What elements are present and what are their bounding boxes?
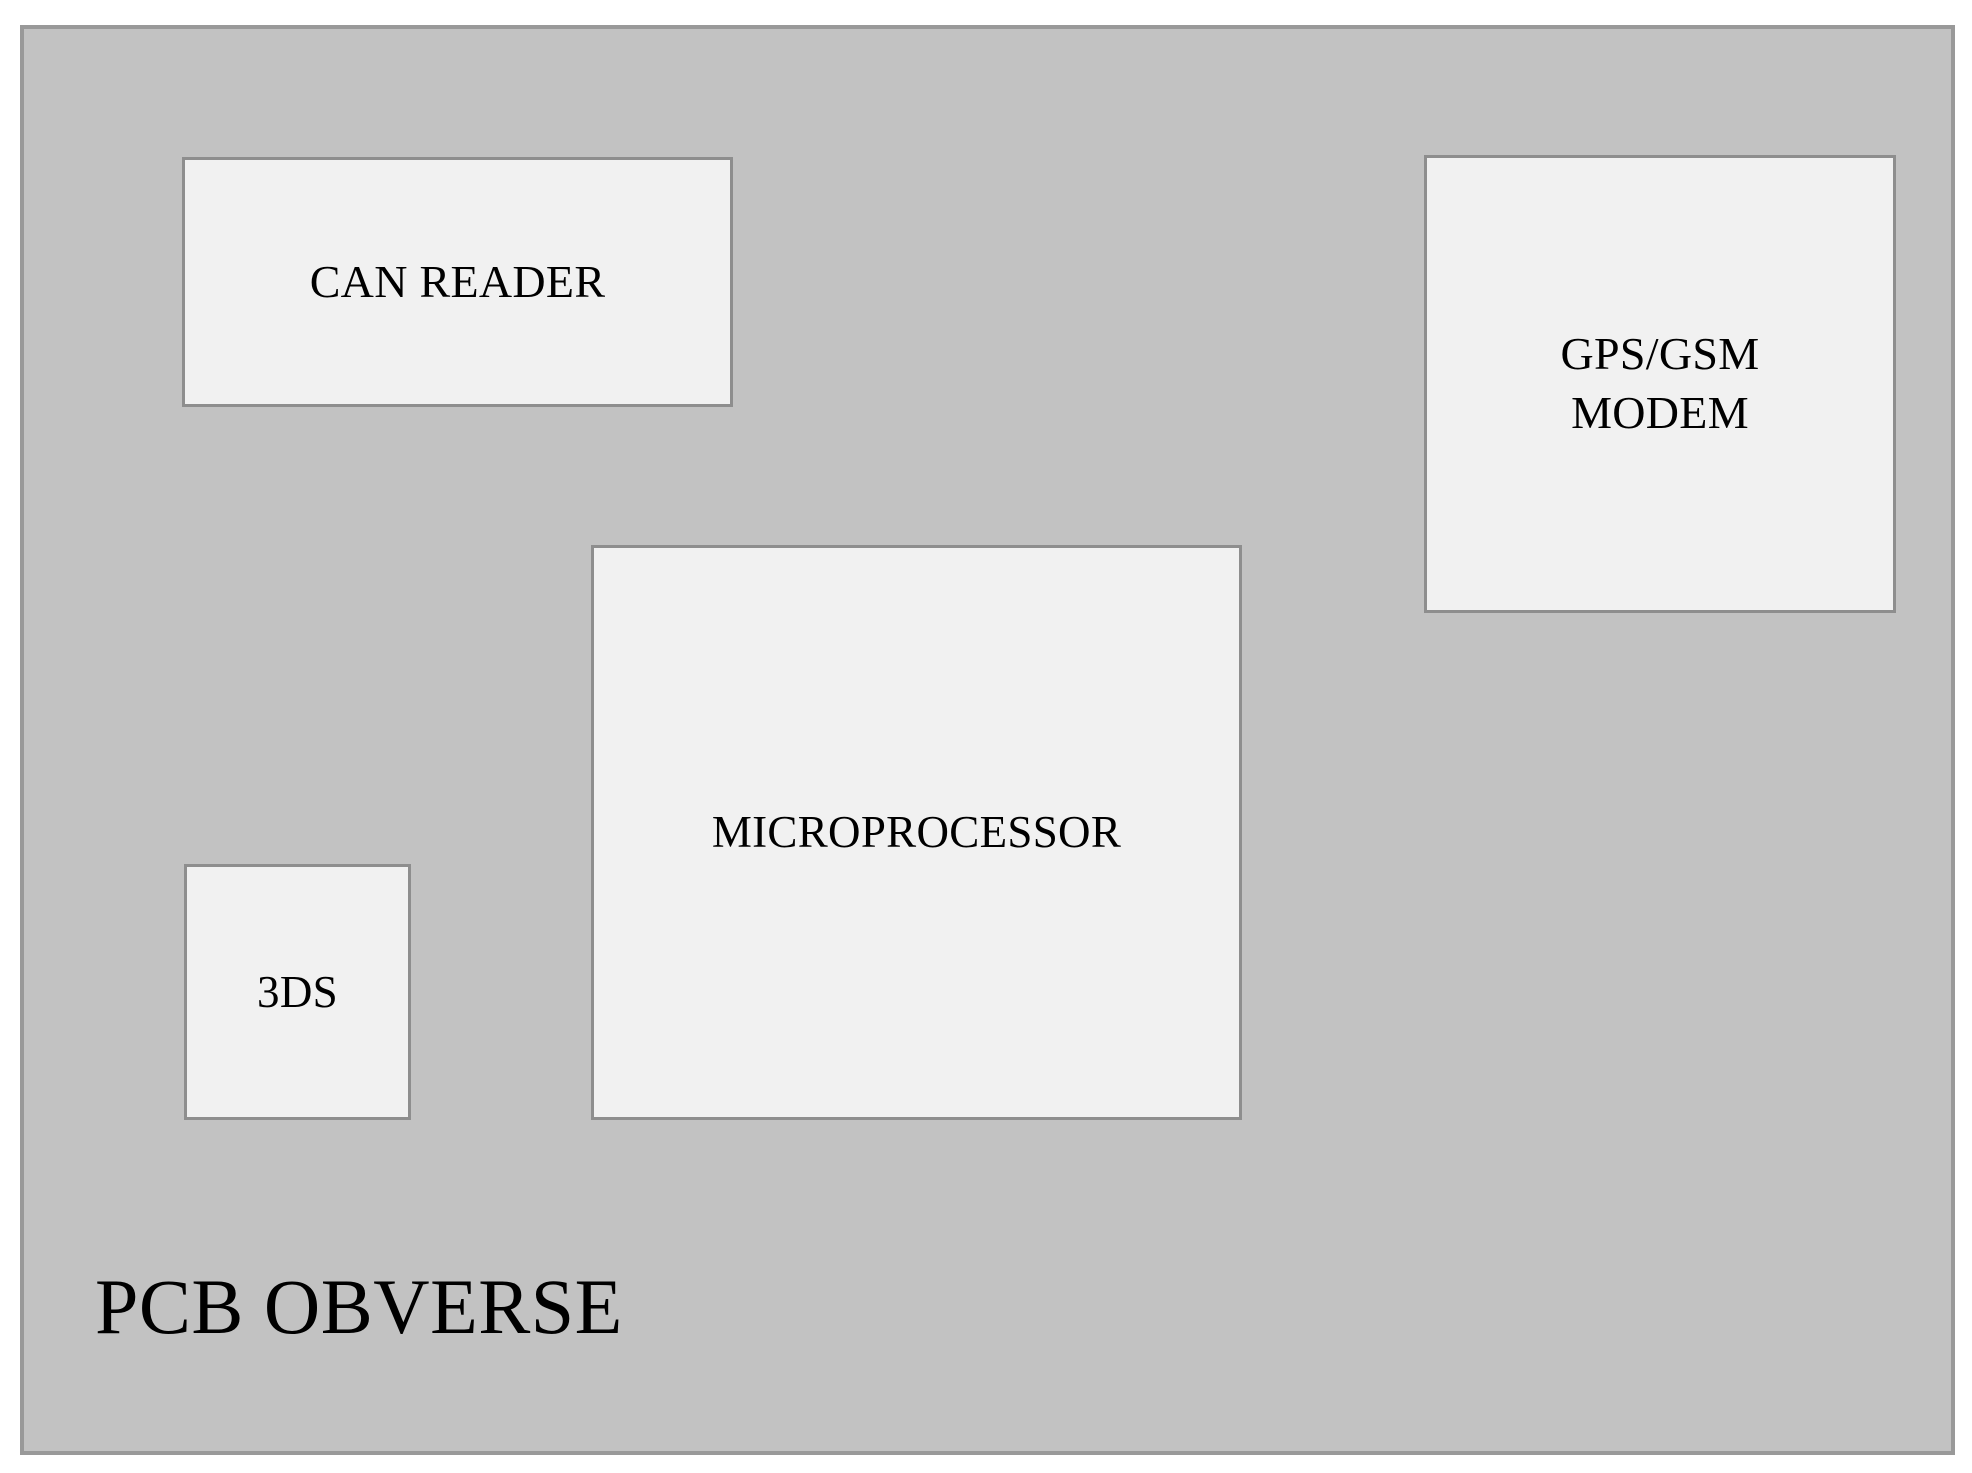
component-microprocessor-label: MICROPROCESSOR	[711, 807, 1122, 858]
pcb-board-caption: PCB OBVERSE	[95, 1263, 623, 1350]
component-can-reader-label: CAN READER	[309, 255, 606, 307]
component-can-reader[interactable]: CAN READER	[182, 157, 733, 407]
component-gps-gsm-modem[interactable]: GPS/GSM MODEM	[1424, 155, 1896, 613]
component-3ds-label: 3DS	[257, 966, 338, 1017]
component-3ds[interactable]: 3DS	[184, 864, 411, 1120]
component-microprocessor[interactable]: MICROPROCESSOR	[591, 545, 1242, 1120]
component-gps-gsm-modem-label: GPS/GSM MODEM	[1560, 328, 1760, 438]
